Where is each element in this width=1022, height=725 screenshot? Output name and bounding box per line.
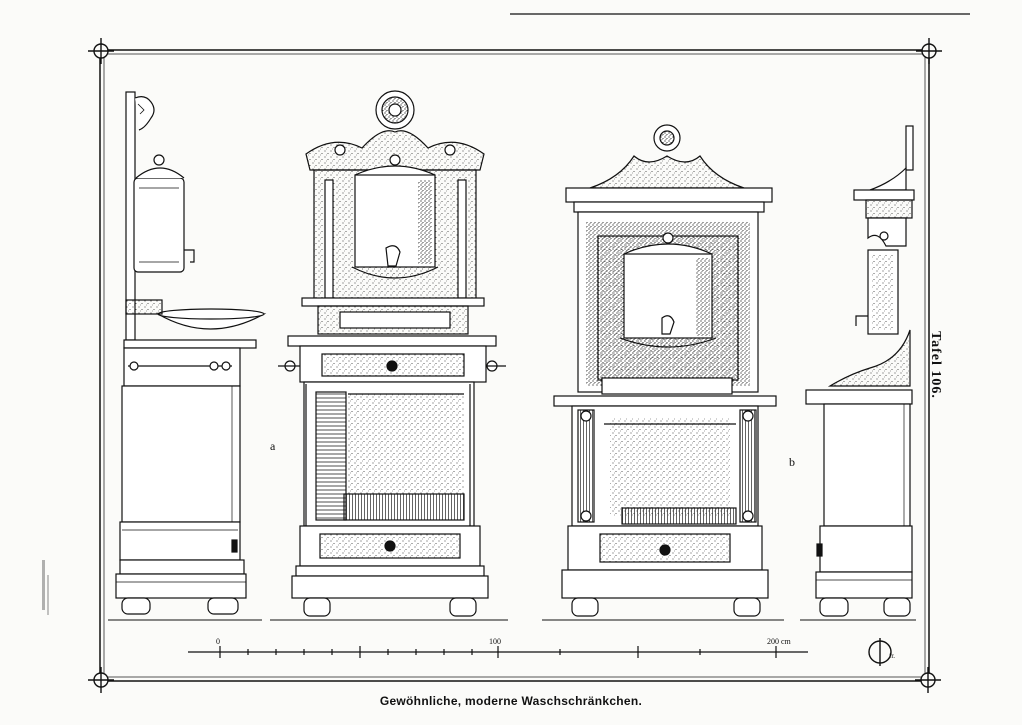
- monogram-mark: [868, 638, 892, 666]
- plate-number: Tafel 106.: [928, 331, 943, 399]
- front-view-washstand-a: [270, 90, 508, 621]
- plate-caption: Gewöhnliche, moderne Waschschränkchen.: [379, 694, 643, 708]
- side-view-washstand-a: [108, 91, 267, 621]
- plate-border: [99, 49, 930, 682]
- scale-label-200: 200 cm: [767, 637, 791, 646]
- side-view-washstand-b: [800, 125, 916, 621]
- artist-monogram-suffix: fr.: [889, 652, 896, 660]
- front-view-washstand-b: [542, 124, 784, 621]
- scan-marks: [42, 560, 49, 615]
- corner-ornaments: [88, 38, 942, 693]
- scale-label-0: 0: [216, 637, 220, 646]
- scale-bar: [188, 646, 808, 658]
- figure-label-b: b: [789, 455, 795, 469]
- scale-label-100: 100: [489, 637, 501, 646]
- figure-label-a: a: [270, 439, 276, 453]
